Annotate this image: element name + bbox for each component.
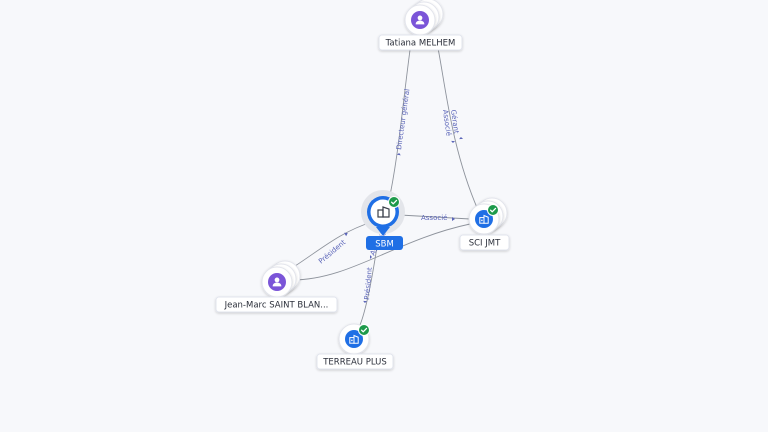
edge-jean-marc-sbm[interactable]: [291, 221, 373, 269]
edges: [291, 47, 479, 326]
node-sci-jmt[interactable]: SCI JMT: [459, 197, 510, 251]
node-label: Tatiana MELHEM: [385, 39, 456, 49]
verified-check-icon: [487, 204, 499, 216]
node-label-box: [215, 296, 338, 313]
edge-sbm-sci-jmt[interactable]: [399, 214, 471, 220]
node-label-box: [316, 353, 394, 370]
edge-label-president-terreau: Président: [363, 267, 374, 300]
node-label-box: [378, 34, 463, 51]
edge-sbm-terreau[interactable]: [359, 239, 379, 326]
building-icon: [377, 206, 390, 218]
focus-pin-tip: [376, 227, 390, 236]
node-label: SBM: [375, 240, 394, 250]
verified-check-icon: [388, 196, 400, 208]
node-label-box: [459, 234, 510, 251]
edge-label-directeur-general: Directeur général: [395, 88, 411, 150]
verified-check-icon: [358, 324, 370, 336]
focus-label-box: [366, 236, 403, 250]
edge-label-associe-sbm-sci: Associé: [421, 214, 447, 222]
edge-jean-marc-sci-jmt[interactable]: [291, 223, 471, 281]
node-label: TERREAU PLUS: [322, 358, 387, 368]
edge-label-associe-tatiana: Associé: [441, 109, 453, 136]
edge-tatiana-sci-jmt[interactable]: [437, 47, 479, 211]
edge-label-president-jean-marc: Président: [317, 238, 347, 265]
node-terreau-plus[interactable]: TERREAU PLUS: [316, 323, 394, 370]
edge-arrows: [344, 137, 464, 303]
node-sbm[interactable]: SBM: [361, 190, 405, 250]
node-label: Jean-Marc SAINT BLAN...: [224, 301, 329, 311]
node-jean-marc-saint-blan[interactable]: Jean-Marc SAINT BLAN...: [215, 260, 338, 313]
edge-label-gerant: Gérant: [449, 109, 460, 134]
node-tatiana-melhem[interactable]: Tatiana MELHEM: [378, 0, 463, 51]
edge-tatiana-sbm[interactable]: [387, 49, 411, 206]
node-label: SCI JMT: [469, 239, 501, 249]
